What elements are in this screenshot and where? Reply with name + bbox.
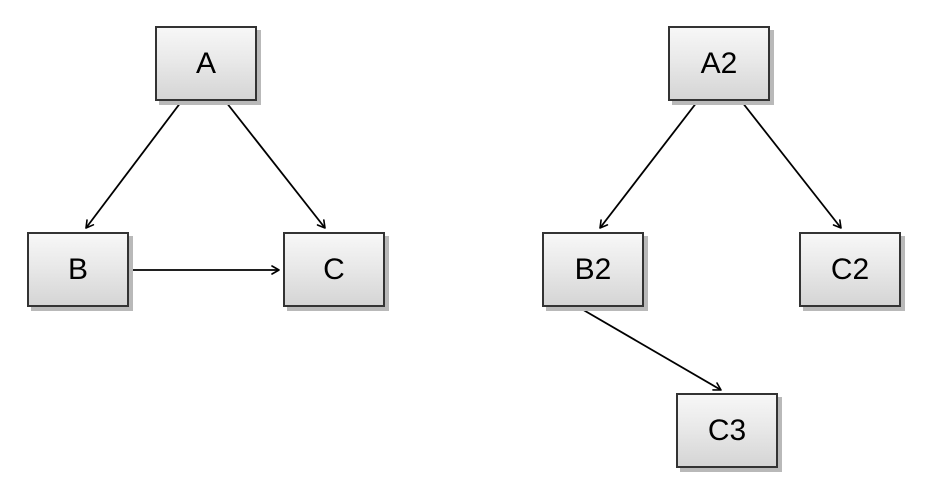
edge-a2-to-b2 (599, 101, 698, 229)
edge-a-to-c (225, 101, 326, 229)
node-b-label: B (67, 252, 88, 286)
node-c2-label: C2 (830, 252, 870, 286)
node-b2-label: B2 (574, 252, 612, 286)
edge-b2-to-c3 (579, 307, 722, 391)
node-c3-label: C3 (707, 413, 747, 447)
node-a2-label: A2 (700, 46, 738, 80)
node-c3: C3 (676, 393, 778, 468)
node-b: B (27, 232, 129, 307)
node-a-label: A (195, 46, 216, 80)
node-a: A (155, 26, 257, 101)
node-a2: A2 (668, 26, 770, 101)
edge-a-to-b (85, 101, 182, 229)
node-c-label: C (323, 252, 345, 286)
node-b2: B2 (542, 232, 644, 307)
node-c2: C2 (799, 232, 901, 307)
node-c: C (283, 232, 385, 307)
edge-a2-to-c2 (741, 101, 842, 229)
